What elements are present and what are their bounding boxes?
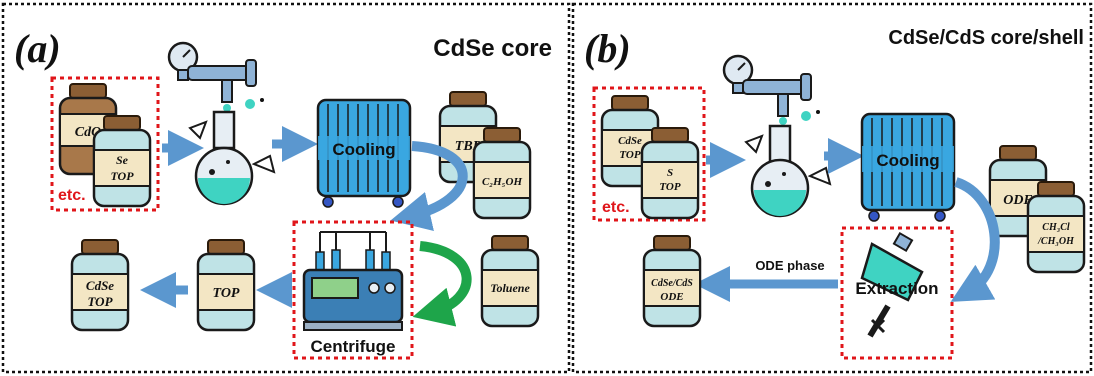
arrow-cooling-to-extraction xyxy=(950,177,1000,302)
jar-cdse-top-product: CdSe TOP xyxy=(70,238,130,332)
jar-ode-label: ODE xyxy=(1003,193,1033,208)
centrifuge-label: Centrifuge xyxy=(311,337,396,356)
cooling-label-a: Cooling xyxy=(332,140,395,159)
cooler-b: Cooling xyxy=(860,112,956,222)
jar-cdse-line2: TOP xyxy=(619,149,640,161)
cooler-a: Cooling xyxy=(316,98,412,208)
jar-top-label: TOP xyxy=(110,169,134,183)
arrow-cooling-to-centrifuge xyxy=(390,141,468,232)
gauge-icon-b xyxy=(722,54,820,125)
jar-ethanol-label: C₂H₅OH xyxy=(482,176,523,188)
gauge-icon xyxy=(167,41,264,112)
panel-b-title: CdSe/CdS core/shell xyxy=(888,27,1084,49)
separatory-funnel-icon xyxy=(860,231,924,338)
reagent-box-a xyxy=(50,76,160,212)
jar-product-line2: TOP xyxy=(87,294,113,309)
panel-a: (a) CdSe core CdO Se TOP etc. xyxy=(1,2,571,374)
jar-cdse-top: CdSe TOP xyxy=(600,94,660,188)
jar-s-line2: TOP xyxy=(659,181,680,193)
jar-solvent-line2: /CH₃OH xyxy=(1037,236,1075,247)
jar-toluene: Toluene xyxy=(480,234,540,328)
jar-product-b-line1: CdSe/CdS xyxy=(651,278,693,289)
jar-cdse-cds-product: CdSe/CdS ODE xyxy=(642,234,702,328)
centrifuge-box xyxy=(292,220,414,360)
jar-s-line1: S xyxy=(667,167,673,179)
panel-a-letter: (a) xyxy=(14,26,61,71)
jar-s-top: S TOP xyxy=(640,126,700,220)
panel-b-border xyxy=(571,2,1093,374)
green-arrow-toluene xyxy=(412,241,472,327)
panel-a-border xyxy=(1,2,571,374)
ode-phase-label: ODE phase xyxy=(755,258,824,273)
flask-icon-b xyxy=(744,124,832,218)
jar-top-wash-label: TOP xyxy=(213,286,240,301)
jar-product-b-line2: ODE xyxy=(660,291,683,303)
reagent-box-b xyxy=(592,86,706,222)
jar-product-line1: CdSe xyxy=(86,278,114,293)
jar-top: TOP xyxy=(196,238,256,332)
jar-solvent-line1: CH₃Cl xyxy=(1042,222,1070,233)
jar-ode: ODE xyxy=(988,144,1048,238)
panel-b-letter: (b) xyxy=(584,26,631,71)
jar-toluene-label: Toluene xyxy=(490,281,530,295)
etc-label-b: etc. xyxy=(602,199,630,216)
centrifuge-icon xyxy=(302,231,404,331)
flask-icon-a xyxy=(188,110,276,206)
extraction-label: Extraction xyxy=(855,279,938,298)
jar-ethanol: C₂H₅OH xyxy=(472,126,532,220)
etc-label-a: etc. xyxy=(58,187,86,204)
panel-b: (b) CdSe/CdS core/shell CdSe TOP S TOP e… xyxy=(571,2,1093,374)
cooling-label-b: Cooling xyxy=(876,151,939,170)
jar-solvent: CH₃Cl /CH₃OH xyxy=(1026,180,1086,274)
panel-a-title: CdSe core xyxy=(433,35,552,62)
jar-se-label: Se xyxy=(116,153,129,167)
jar-cdse-line1: CdSe xyxy=(618,135,642,147)
jar-se-top: Se TOP xyxy=(92,114,152,208)
